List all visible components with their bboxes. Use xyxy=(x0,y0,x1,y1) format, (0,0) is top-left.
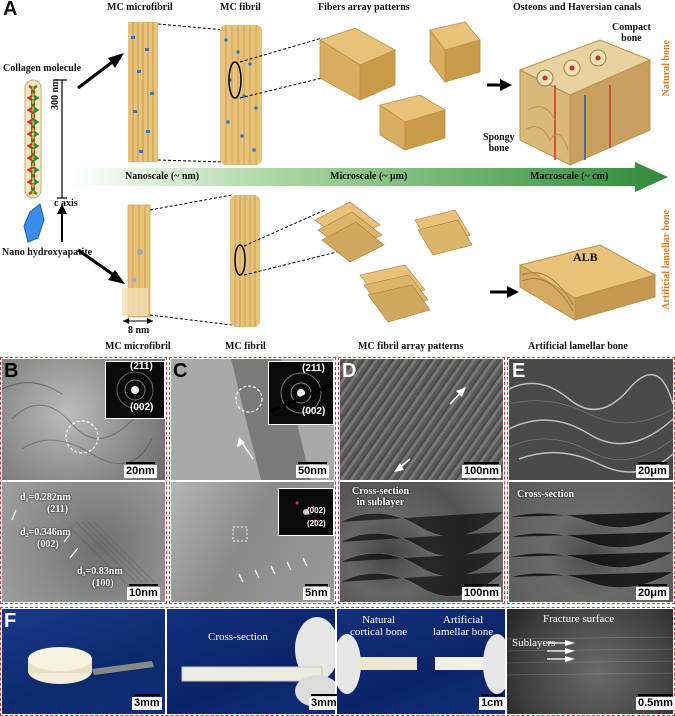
label-b-211: (211) xyxy=(130,361,153,372)
label-nanoscale: Nanoscale (~ nm) xyxy=(125,171,200,182)
panel-b-frame xyxy=(0,357,167,604)
panel-label-e: E xyxy=(512,360,526,382)
label-c-211: (211) xyxy=(302,363,325,374)
label-compact-bone: Compact bone xyxy=(612,22,651,44)
label-f-cross: Cross-section xyxy=(208,631,268,643)
photo-f2-bar xyxy=(181,617,335,707)
label-b-d3-hkl: (100) xyxy=(92,578,114,589)
label-mc-fibril-top: MC fibril xyxy=(220,2,261,13)
side-label-artificial-bone: Artificial lamellar bone xyxy=(661,210,672,310)
label-collagen: Collagen molecule xyxy=(3,63,82,74)
scale-d-1: 100nm xyxy=(462,462,501,478)
label-mc-fibril-bottom: MC fibril xyxy=(225,341,266,352)
label-8nm: 8 nm xyxy=(128,325,150,336)
scale-f-4: 0.5mm xyxy=(636,694,675,710)
label-osteons: Osteons and Haversian canals xyxy=(513,2,642,13)
fft-c xyxy=(278,488,334,536)
label-alb: ALB xyxy=(573,250,598,264)
mc-fibril-top xyxy=(220,25,262,165)
natural-bone-block xyxy=(518,39,652,166)
label-mc-microfibril-bottom: MC microfibril xyxy=(105,341,171,352)
label-b-d2: d₂=0.346nm xyxy=(20,527,71,538)
label-spongy-bone: Spongy bone xyxy=(483,132,515,154)
label-microscale: Microscale (~ μm) xyxy=(330,171,408,182)
label-b-002: (002) xyxy=(130,402,154,413)
scale-f-3: 1cm xyxy=(479,694,506,710)
tem-d-arrows xyxy=(394,387,466,472)
panel-label-b: B xyxy=(4,360,19,382)
scale-b-1: 20nm xyxy=(124,462,157,478)
label-b-d1-hkl: (211) xyxy=(47,504,69,515)
tem-b-bottom xyxy=(2,482,165,602)
scale-f-1: 3mm xyxy=(132,694,162,710)
panel-label-d: D xyxy=(342,360,357,382)
mc-microfibril-top xyxy=(128,22,158,162)
panel-label-c: C xyxy=(173,360,188,382)
label-sublayers: Sublayers xyxy=(512,637,556,649)
label-c-fft-002: (002) xyxy=(307,506,326,515)
label-array-patterns: MC fibril array patterns xyxy=(358,341,464,352)
saed-c xyxy=(268,361,334,425)
mc-microfibril-bottom xyxy=(122,204,151,318)
saed-b xyxy=(105,361,165,419)
label-b-d2-hkl: (002) xyxy=(37,539,59,550)
tem-d-bottom-texture xyxy=(340,511,503,597)
label-c-fft-202: (202) xyxy=(307,519,326,528)
sem-e-bottom-texture xyxy=(509,511,673,588)
label-artificial-lamellar-photo: Artificial lamellar bone xyxy=(433,614,494,638)
sem-e-top-texture xyxy=(509,373,673,473)
tem-b-top-texture xyxy=(2,382,153,465)
label-fracture: Fracture surface xyxy=(543,613,615,625)
label-nano-ha: Nano hydroxyapatite xyxy=(2,247,93,258)
panel-c-frame xyxy=(169,357,336,604)
scale-c-1: 50nm xyxy=(296,462,329,478)
label-e-cross: Cross-section xyxy=(517,489,575,500)
scale-d-2: 100nm xyxy=(462,584,501,600)
label-b-d3: d₃=0.83nm xyxy=(77,566,123,577)
hrtem-b-lattice xyxy=(11,509,155,588)
label-macroscale: Macroscale (~ cm) xyxy=(530,171,609,182)
hrtem-c-detail xyxy=(232,526,308,583)
label-fibers-array: Fibers array patterns xyxy=(318,2,410,13)
top-schematic xyxy=(24,21,652,199)
scale-arrow xyxy=(70,162,668,192)
photo-f3-bars xyxy=(337,634,505,694)
collagen-molecule xyxy=(24,79,42,199)
fibers-array-blocks xyxy=(319,21,481,151)
scale-e-2: 20μm xyxy=(636,584,669,600)
tem-d-top xyxy=(340,359,503,480)
panel-d-frame xyxy=(338,357,505,604)
mc-fibril-bottom xyxy=(230,195,260,327)
panel-label-f: F xyxy=(4,610,17,632)
scale-b-2: 10nm xyxy=(127,584,160,600)
label-b-d1: d₁=0.282nm xyxy=(20,492,71,503)
bottom-schematic xyxy=(23,194,657,327)
label-d-cross: Cross-section in sublayer xyxy=(352,486,410,508)
scale-c-2: 5nm xyxy=(303,584,330,600)
side-label-natural-bone: Natural bone xyxy=(661,40,672,97)
label-c-002: (002) xyxy=(302,406,326,417)
scale-f-2: 3mm xyxy=(309,694,339,710)
photo-f4-texture xyxy=(507,636,673,676)
label-c-axis: c axis xyxy=(54,198,78,209)
label-artificial-lamellar: Artificial lamellar bone xyxy=(528,341,628,352)
label-natural-cortical: Natural cortical bone xyxy=(350,614,408,638)
label-mc-microfibril-top: MC microfibril xyxy=(107,2,173,13)
scale-e-1: 20μm xyxy=(636,462,669,478)
photo-f1-disc xyxy=(28,647,154,684)
panel-label-a: A xyxy=(3,0,18,20)
alb-block xyxy=(518,244,657,321)
mc-fibril-array-plates xyxy=(314,201,473,323)
